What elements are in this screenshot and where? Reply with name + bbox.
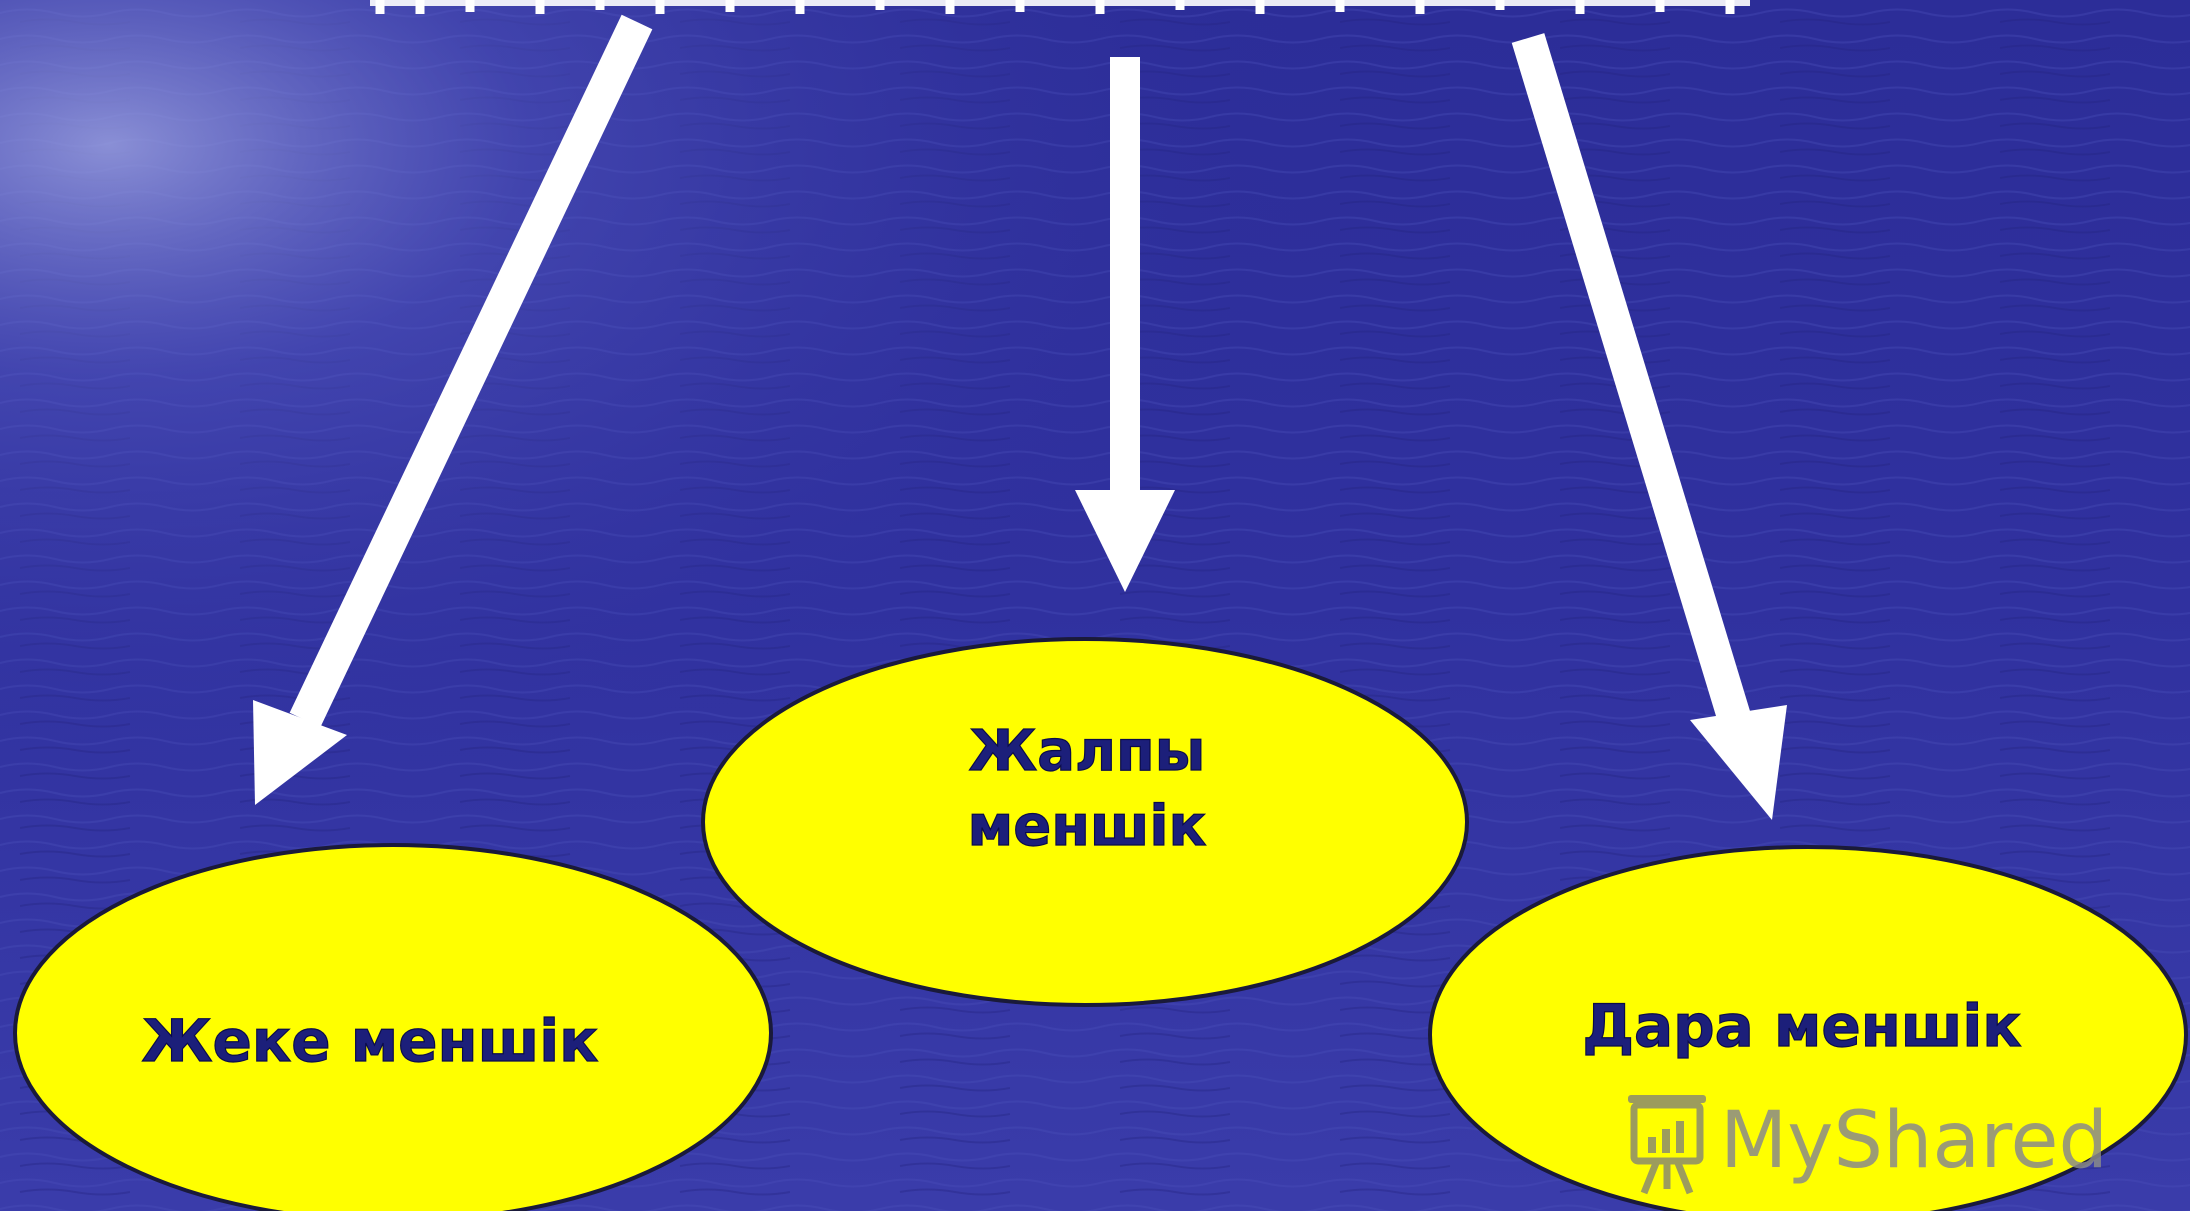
node-common: Жалпы меншік xyxy=(701,637,1469,1007)
node-individual: Дара меншік xyxy=(1428,845,2188,1211)
arrow-to-individual xyxy=(1511,33,1787,820)
myshared-watermark: MyShared xyxy=(1628,1095,2108,1195)
node-common-label-line-1: Жалпы xyxy=(969,719,1206,784)
node-common-label-line-2: меншік xyxy=(967,794,1206,859)
node-private-label: Жеке меншік xyxy=(142,1007,599,1075)
presentation-board-icon xyxy=(1628,1095,1706,1195)
title-fragment xyxy=(370,0,1750,14)
node-private: Жеке меншік xyxy=(13,843,773,1211)
arrow-to-private xyxy=(253,14,653,805)
watermark-text: MyShared xyxy=(1720,1096,2108,1186)
arrow-to-common xyxy=(1075,57,1175,592)
node-individual-label: Дара меншік xyxy=(1582,992,2021,1060)
